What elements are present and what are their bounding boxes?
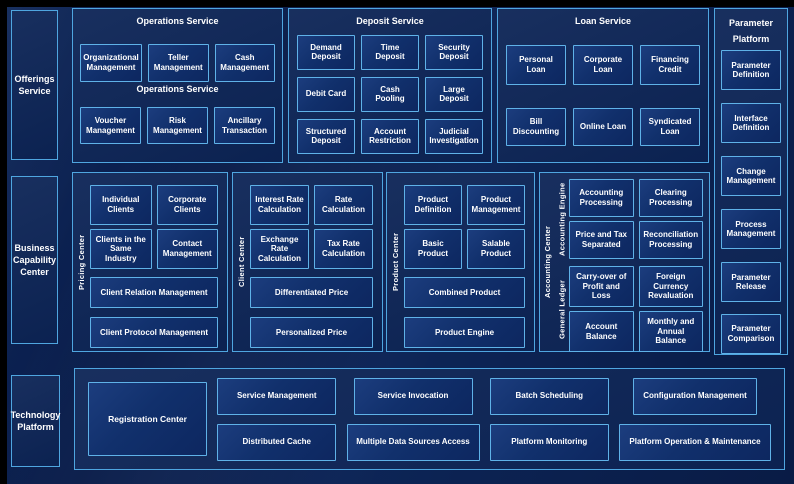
box-price-and-tax-separated: Price and Tax Separated — [569, 221, 634, 259]
box-change-management: Change Management — [721, 156, 781, 197]
box-combined-product: Combined Product — [404, 277, 525, 308]
rail-technology-platform: Technology Platform — [11, 375, 60, 467]
panel-accounting-center: Accounting Center Accounting Engine Acco… — [539, 172, 710, 352]
box-financing-credit: Financing Credit — [640, 44, 700, 85]
box-clearing-processing: Clearing Processing — [638, 179, 703, 217]
box-organizational-management: Organizational Management — [80, 43, 142, 82]
box-ancillary-transaction: Ancillary Transaction — [214, 107, 275, 145]
rail-business-capability-label: Business Capability Center — [13, 242, 57, 278]
box-syndicated-loan: Syndicated Loan — [640, 107, 700, 146]
panel-loan-service: Loan Service Personal Loan Corporate Loa… — [497, 8, 709, 163]
operations-service-subtitle: Operations Service — [136, 83, 219, 94]
box-distributed-cache: Distributed Cache — [217, 423, 337, 461]
box-accounting-processing: Accounting Processing — [569, 179, 634, 217]
tech-column-2: Service Invocation Multiple Data Sources… — [346, 377, 480, 461]
pricing-center-vertical-label: Pricing Center — [77, 234, 86, 290]
box-large-deposit: Large Deposit — [425, 76, 483, 112]
box-differentiated-price: Differentiated Price — [250, 277, 373, 308]
box-batch-scheduling: Batch Scheduling — [489, 377, 609, 415]
box-client-protocol-management: Client Protocol Management — [90, 317, 218, 348]
top-black-edge — [0, 0, 794, 7]
box-individual-clients: Individual Clients — [90, 185, 152, 225]
box-corporate-clients: Corporate Clients — [156, 185, 218, 225]
box-cash-management: Cash Management — [214, 43, 275, 82]
box-structured-deposit: Structured Deposit — [297, 118, 355, 154]
box-client-relation-management: Client Relation Management — [90, 277, 218, 308]
box-teller-management: Teller Management — [148, 43, 209, 82]
box-monthly-annual-balance: Monthly and Annual Balance — [638, 311, 703, 352]
box-product-engine: Product Engine — [404, 317, 525, 348]
client-center-vertical-label: Client Center — [237, 236, 246, 288]
box-basic-product: Basic Product — [404, 229, 462, 269]
box-tax-rate-calculation: Tax Rate Calculation — [314, 229, 373, 269]
box-debit-card: Debit Card — [297, 76, 355, 112]
panel-product-center: Product Center Product Definition Produc… — [386, 172, 535, 352]
box-platform-operation-maintenance: Platform Operation & Maintenance — [619, 423, 771, 461]
rail-offerings-service: Offerings Service — [11, 10, 58, 160]
panel-technology-platform: Registration Center Service Management D… — [74, 368, 785, 470]
box-clients-same-industry: Clients in the Same Industry — [90, 229, 152, 269]
box-parameter-comparison: Parameter Comparison — [721, 314, 781, 354]
box-cash-pooling: Cash Pooling — [361, 76, 419, 112]
box-parameter-definition: Parameter Definition — [721, 50, 781, 91]
box-configuration-management: Configuration Management — [633, 377, 757, 415]
operations-service-title: Operations Service — [136, 16, 219, 26]
deposit-service-title: Deposit Service — [356, 16, 424, 26]
box-product-management: Product Management — [467, 185, 525, 225]
box-voucher-management: Voucher Management — [80, 107, 141, 145]
box-salable-product: Salable Product — [467, 229, 525, 269]
parameter-platform-title: Parameter Platform — [728, 18, 774, 45]
box-judicial-investigation: Judicial Investigation — [425, 118, 483, 154]
box-risk-management: Risk Management — [147, 107, 208, 145]
tech-column-4: Configuration Management Platform Operat… — [619, 377, 771, 461]
box-registration-center: Registration Center — [88, 382, 207, 456]
box-contact-management: Contact Management — [156, 229, 218, 269]
tech-column-3: Batch Scheduling Platform Monitoring — [489, 377, 609, 461]
box-demand-deposit: Demand Deposit — [297, 34, 355, 70]
accounting-center-vertical-label: Accounting Center — [543, 225, 552, 299]
box-service-invocation: Service Invocation — [353, 377, 473, 415]
box-foreign-currency-revaluation: Foreign Currency Revaluation — [638, 266, 703, 307]
group-accounting-engine: Accounting Engine Accounting Processing … — [555, 179, 703, 259]
box-exchange-rate-calculation: Exchange Rate Calculation — [250, 229, 309, 269]
box-carry-over-profit-loss: Carry-over of Profit and Loss — [569, 266, 634, 307]
box-personal-loan: Personal Loan — [506, 44, 566, 85]
group-general-ledger: General Ledger Carry-over of Profit and … — [555, 266, 703, 352]
box-online-loan: Online Loan — [573, 107, 633, 146]
box-reconciliation-processing: Reconciliation Processing — [638, 221, 703, 259]
rail-business-capability-center: Business Capability Center — [11, 176, 58, 344]
tech-column-1: Service Management Distributed Cache — [217, 377, 337, 461]
box-time-deposit: Time Deposit — [361, 34, 419, 70]
panel-pricing-center: Pricing Center Individual Clients Corpor… — [72, 172, 228, 352]
box-process-management: Process Management — [721, 209, 781, 250]
box-platform-monitoring: Platform Monitoring — [489, 423, 609, 461]
panel-operations-service: Operations Service Organizational Manage… — [72, 8, 283, 163]
panel-deposit-service: Deposit Service Demand Deposit Time Depo… — [288, 8, 492, 163]
box-interest-rate-calculation: Interest Rate Calculation — [250, 185, 309, 225]
box-parameter-release: Parameter Release — [721, 262, 781, 303]
accounting-engine-vertical-label: Accounting Engine — [557, 182, 567, 256]
box-account-restriction: Account Restriction — [361, 118, 419, 154]
box-account-balance: Account Balance — [569, 311, 634, 352]
product-center-vertical-label: Product Center — [391, 232, 400, 292]
general-ledger-vertical-label: General Ledger — [557, 279, 567, 339]
box-corporate-loan: Corporate Loan — [573, 44, 633, 85]
box-personalized-price: Personalized Price — [250, 317, 373, 348]
panel-parameter-platform: Parameter Platform Parameter Definition … — [714, 8, 788, 355]
box-product-definition: Product Definition — [404, 185, 462, 225]
box-rate-calculation: Rate Calculation — [314, 185, 373, 225]
box-bill-discounting: Bill Discounting — [506, 107, 566, 146]
box-multiple-data-sources-access: Multiple Data Sources Access — [346, 423, 480, 461]
loan-service-title: Loan Service — [574, 16, 632, 26]
left-black-edge — [0, 0, 7, 484]
rail-technology-label: Technology Platform — [10, 409, 61, 432]
box-security-deposit: Security Deposit — [425, 34, 483, 70]
rail-offerings-label: Offerings Service — [14, 73, 55, 96]
panel-client-center: Client Center Interest Rate Calculation … — [232, 172, 383, 352]
box-service-management: Service Management — [217, 377, 337, 415]
box-interface-definition: Interface Definition — [721, 103, 781, 144]
